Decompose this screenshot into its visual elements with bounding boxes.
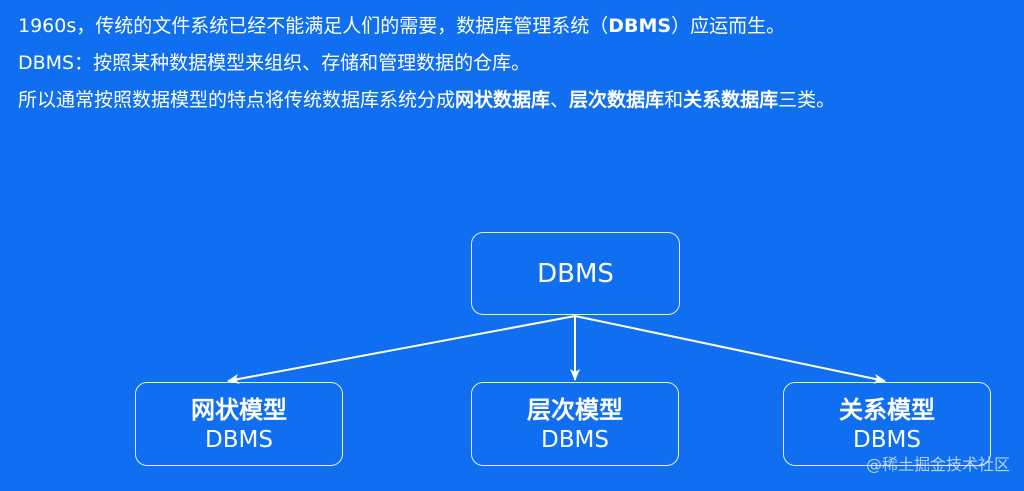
network-model-node: 网状模型 DBMS bbox=[135, 382, 343, 466]
line1-text: 1960s，传统的文件系统已经不能满足人们的需要，数据库管理系统（ bbox=[18, 15, 609, 37]
network-model-title: 网状模型 bbox=[191, 396, 287, 424]
intro-line-2: DBMS：按照某种数据模型来组织、存储和管理数据的仓库。 bbox=[18, 45, 1014, 82]
hierarchical-model-title: 层次模型 bbox=[527, 396, 623, 424]
intro-line-3: 所以通常按照数据模型的特点将传统数据库系统分成网状数据库、层次数据库和关系数据库… bbox=[18, 82, 1014, 119]
hierarchical-model-subtitle: DBMS bbox=[541, 427, 609, 453]
line3-sep2: 和 bbox=[664, 89, 684, 111]
line3-bold-relational: 关系数据库 bbox=[683, 89, 779, 111]
arrow-to-network bbox=[227, 315, 576, 384]
line3-start: 所以通常按照数据模型的特点将传统数据库系统分成 bbox=[18, 89, 456, 111]
arrow-to-relational bbox=[574, 315, 886, 384]
intro-line-1: 1960s，传统的文件系统已经不能满足人们的需要，数据库管理系统（DBMS）应运… bbox=[18, 8, 1014, 45]
root-label: DBMS bbox=[537, 259, 614, 289]
relational-model-title: 关系模型 bbox=[839, 396, 935, 424]
text-block: 1960s，传统的文件系统已经不能满足人们的需要，数据库管理系统（DBMS）应运… bbox=[18, 8, 1014, 119]
watermark: @稀土掘金技术社区 bbox=[865, 455, 1010, 474]
line1-end: ）应运而生。 bbox=[671, 15, 786, 37]
relational-model-subtitle: DBMS bbox=[853, 427, 921, 453]
line3-end: 三类。 bbox=[778, 89, 836, 111]
dbms-root-node: DBMS bbox=[471, 232, 680, 315]
line2-text: DBMS：按照某种数据模型来组织、存储和管理数据的仓库。 bbox=[18, 52, 531, 74]
line3-bold-network: 网状数据库 bbox=[455, 89, 551, 111]
hierarchical-model-node: 层次模型 DBMS bbox=[471, 382, 679, 466]
line3-bold-hierarchical: 层次数据库 bbox=[569, 89, 665, 111]
network-model-subtitle: DBMS bbox=[205, 427, 273, 453]
line3-sep1: 、 bbox=[550, 89, 570, 111]
relational-model-node: 关系模型 DBMS bbox=[783, 382, 991, 466]
line1-bold: DBMS bbox=[608, 15, 672, 37]
